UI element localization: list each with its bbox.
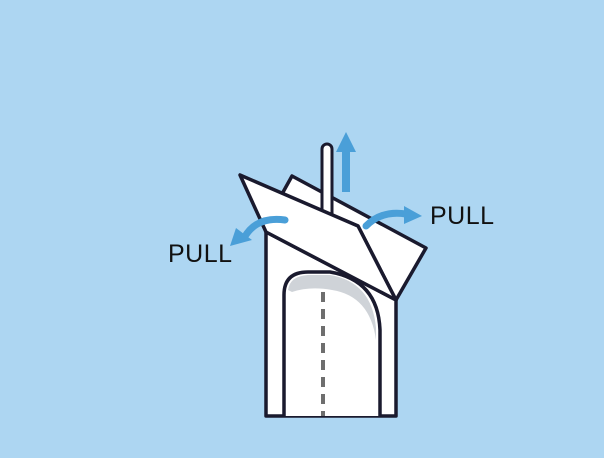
left-flap xyxy=(238,173,398,302)
pull-label-left: PULL xyxy=(168,240,233,268)
packet-body xyxy=(264,230,398,418)
packet-window-shade xyxy=(288,275,376,340)
packet-window xyxy=(282,270,382,416)
pull-label-right: PULL xyxy=(430,202,495,230)
pull-left-arrow xyxy=(230,215,289,246)
pull-right-arrow xyxy=(362,206,422,230)
pull-up-arrow xyxy=(336,132,356,192)
